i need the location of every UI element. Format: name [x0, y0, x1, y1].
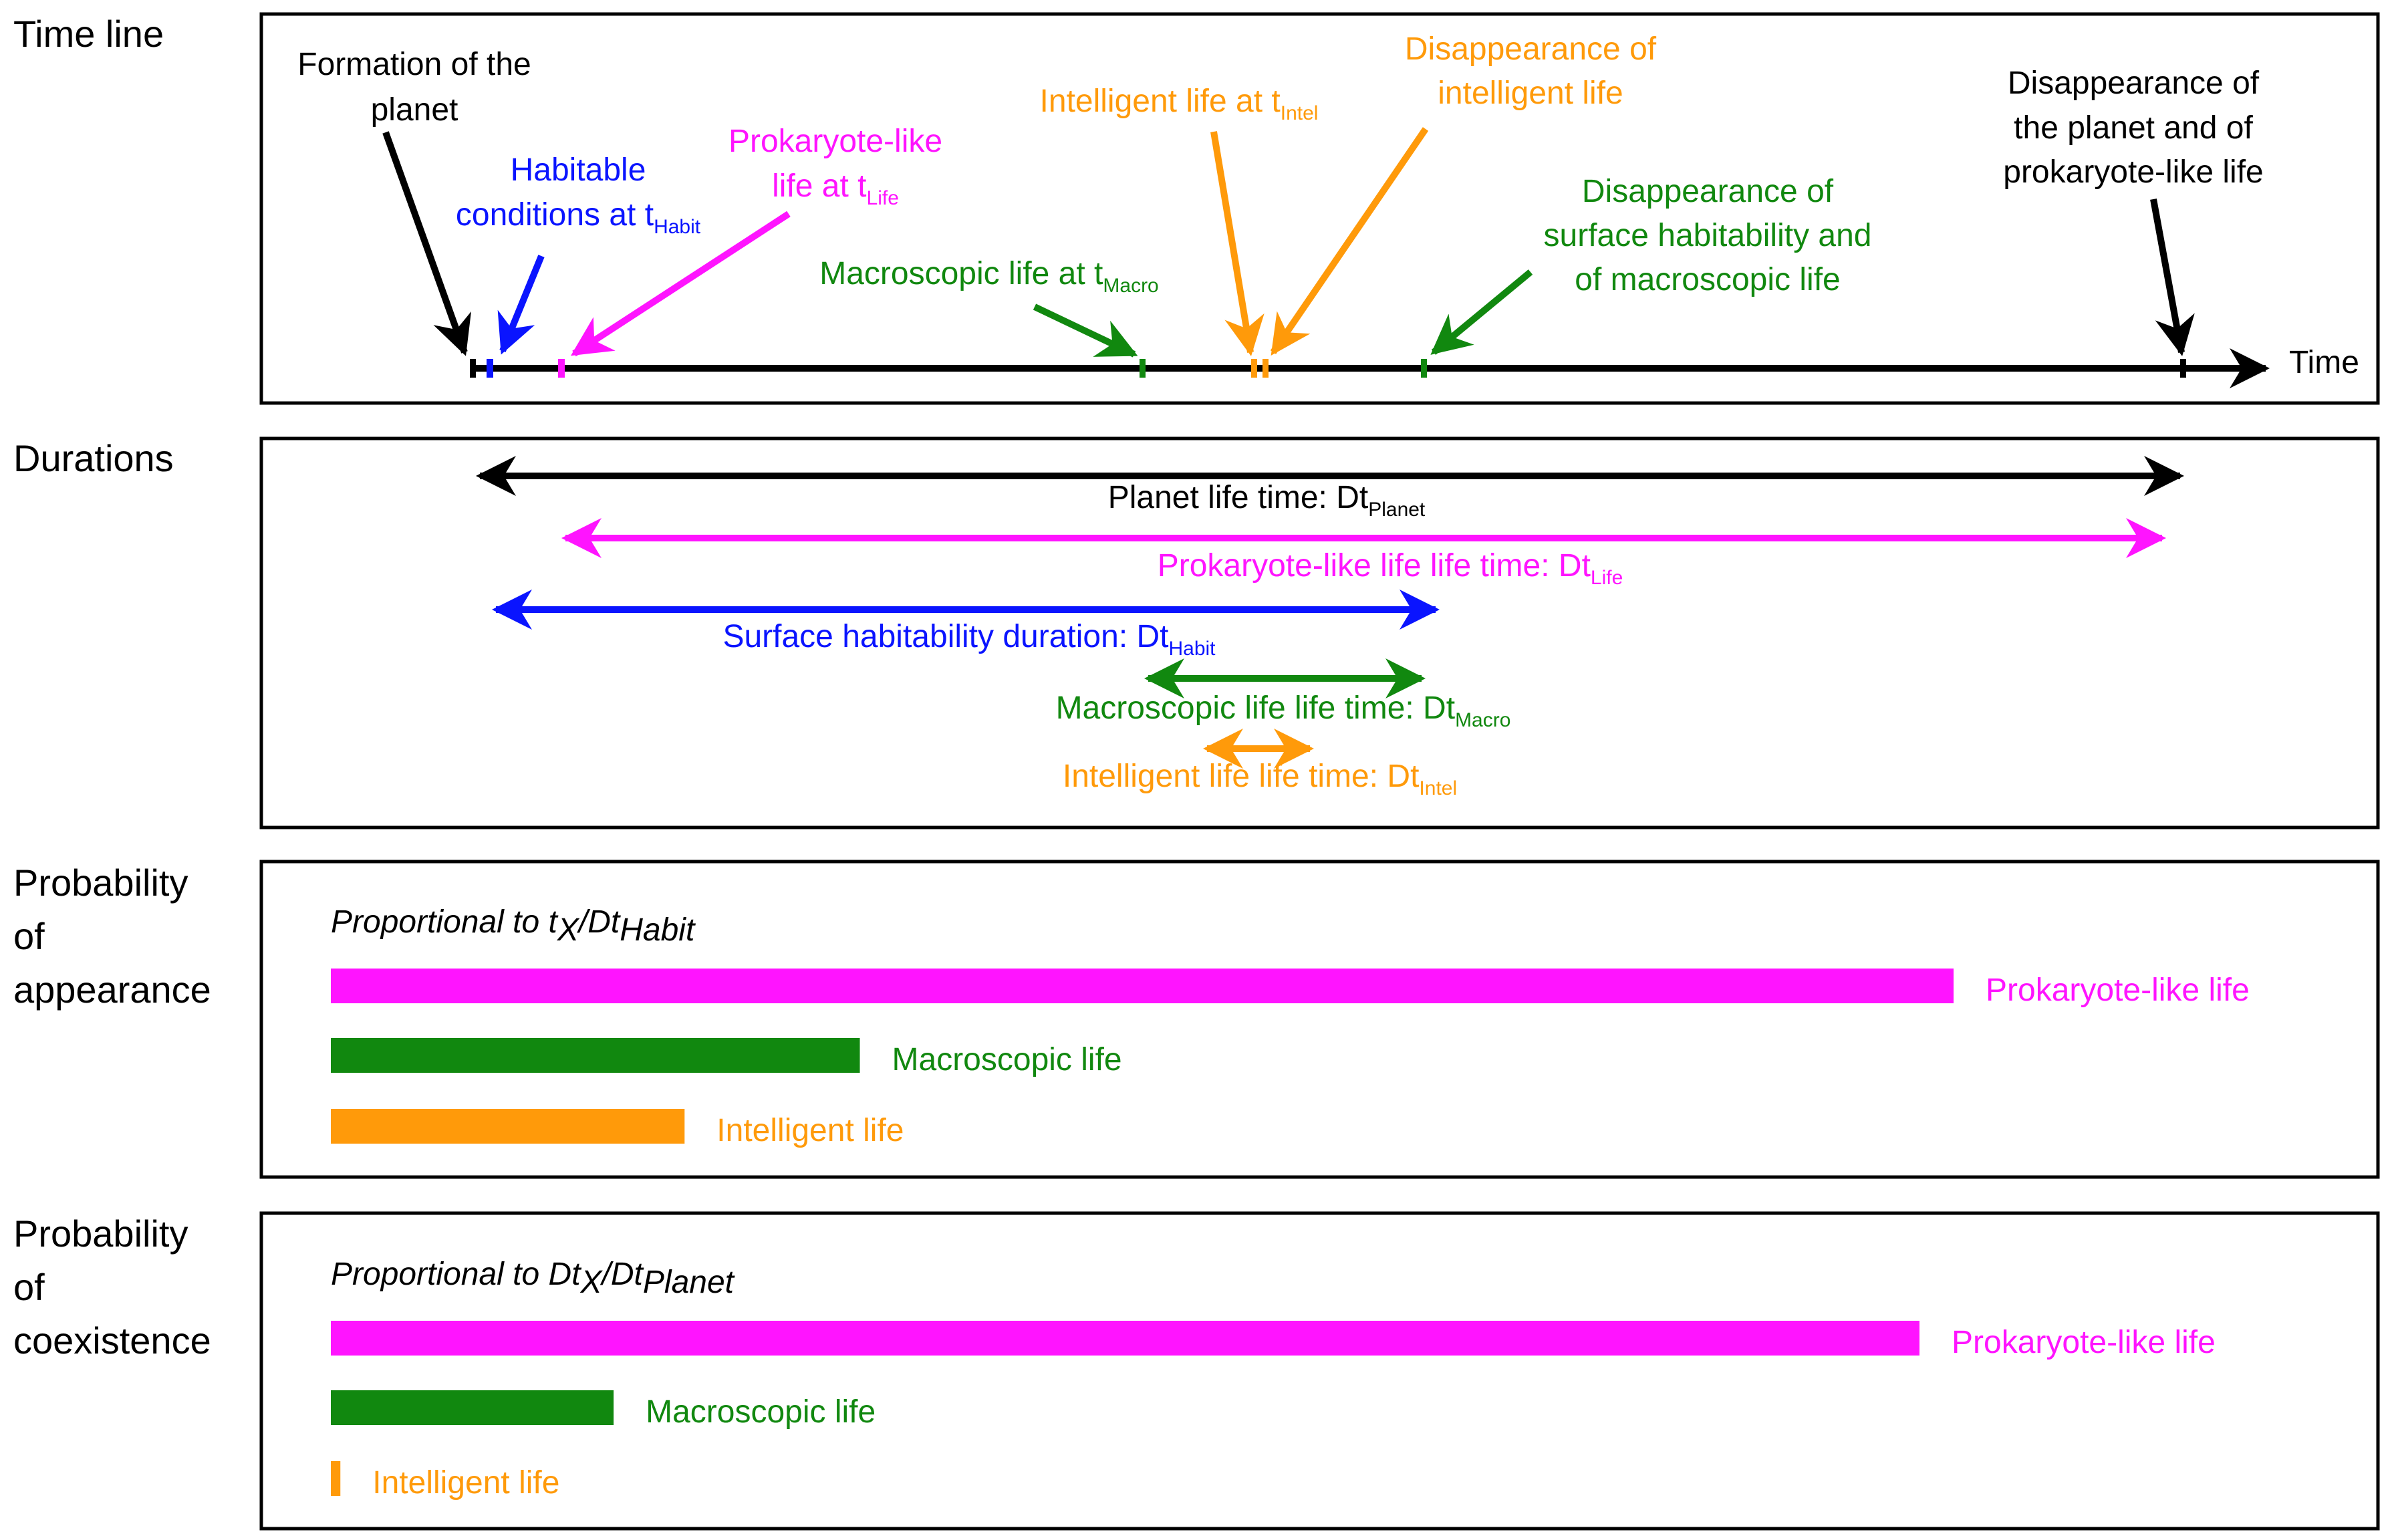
coexistence-formula-c: /Dt	[600, 1257, 644, 1292]
planet-disappear-label-3: prokaryote-like life	[2003, 154, 2263, 190]
habitable-label-2: conditions at tHabit	[456, 197, 701, 238]
section-label-durations: Durations	[13, 437, 174, 479]
surface-disappear-label-1: Disappearance of	[1582, 174, 1834, 209]
coexistence-bar-prokaryote	[331, 1321, 1919, 1356]
section-label-appearance-2: of	[13, 915, 45, 957]
appearance-panel	[259, 860, 2380, 1179]
planet-disappear-label-1: Disappearance of	[2008, 66, 2260, 101]
intel-label: Intelligent life at tIntel	[1040, 84, 1319, 124]
macro-duration-label: Macroscopic life life time: DtMacro	[1056, 690, 1511, 731]
prokaryote-duration-text: Prokaryote-like life life time: Dt	[1158, 548, 1591, 584]
coexistence-panel	[259, 1211, 2380, 1531]
tick-planet-disappear	[2180, 359, 2186, 378]
tick-intel-disappear	[1263, 359, 1269, 378]
habitable-label-text: conditions at t	[456, 197, 654, 233]
section-label-appearance-3: appearance	[13, 969, 211, 1011]
appearance-formula-c: /Dt	[577, 904, 621, 940]
coexistence-bar-intel	[331, 1461, 341, 1496]
habitable-label-sub: Habit	[654, 216, 701, 238]
macro-label-text: Macroscopic life at t	[819, 256, 1103, 291]
prokaryote-label-1: Prokaryote-like	[728, 124, 942, 159]
appearance-bar-label-prokaryote: Prokaryote-like life	[1986, 973, 2250, 1008]
habit-duration-label: Surface habitability duration: DtHabit	[722, 619, 1216, 660]
planet-disappear-arrow	[2150, 199, 2195, 356]
tick-intel	[1251, 359, 1257, 378]
appearance-formula-b: X	[557, 912, 580, 948]
surface-disappear-label-2: surface habitability and	[1544, 218, 1872, 253]
appearance-formula: Proportional to tX/DtHabit	[331, 904, 696, 948]
surface-disappear-label-3: of macroscopic life	[1575, 262, 1840, 297]
habit-duration-sub: Habit	[1168, 638, 1216, 660]
prokaryote-duration-sub: Life	[1591, 567, 1623, 589]
planet-duration-label: Planet life time: DtPlanet	[1108, 480, 1426, 521]
tick-prokaryote	[558, 359, 565, 378]
macro-label-sub: Macro	[1103, 275, 1158, 297]
prokaryote-label-text: life at t	[772, 168, 866, 204]
coexistence-formula-b: X	[580, 1265, 604, 1300]
timeline-panel	[259, 12, 2380, 405]
prokaryote-label-2: life at tLife	[772, 168, 899, 209]
appearance-bar-prokaryote	[331, 969, 1954, 1003]
time-axis-label: Time	[2289, 345, 2359, 380]
habitable-label-1: Habitable	[511, 152, 646, 188]
planet-duration-text: Planet life time: Dt	[1108, 480, 1368, 515]
formation-arrow	[382, 131, 472, 356]
intel-label-sub: Intel	[1281, 102, 1319, 124]
coexistence-formula: Proportional to DtX/DtPlanet	[331, 1257, 735, 1300]
tick-surface-disappear	[1421, 359, 1427, 378]
durations-panel	[259, 436, 2380, 829]
coexistence-bar-label-macro: Macroscopic life	[646, 1394, 876, 1430]
prokaryote-arrow	[570, 211, 791, 357]
coexistence-bar-label-prokaryote: Prokaryote-like life	[1952, 1325, 2216, 1360]
coexistence-bar-label-intel: Intelligent life	[372, 1465, 559, 1501]
coexistence-formula-a: Proportional to Dt	[331, 1257, 581, 1292]
section-label-coexistence-1: Probability	[13, 1212, 188, 1255]
intel-label-text: Intelligent life at t	[1040, 84, 1281, 119]
habitable-arrow	[497, 255, 545, 355]
surface-disappear-arrow	[1430, 269, 1533, 355]
intel-disappear-label-1: Disappearance of	[1405, 31, 1657, 67]
intel-arrow	[1210, 131, 1265, 356]
appearance-bar-label-intel: Intelligent life	[716, 1113, 904, 1148]
tick-formation	[470, 359, 476, 378]
section-label-coexistence-3: coexistence	[13, 1319, 211, 1362]
habit-duration-text: Surface habitability duration: Dt	[722, 619, 1168, 654]
prokaryote-label-sub: Life	[867, 187, 899, 209]
section-label-timeline: Time line	[13, 13, 164, 55]
intel-duration-sub: Intel	[1419, 777, 1457, 799]
appearance-formula-a: Proportional to t	[331, 904, 559, 940]
formation-label-1: Formation of the	[297, 47, 531, 82]
planet-duration-sub: Planet	[1368, 499, 1426, 521]
macro-duration-text: Macroscopic life life time: Dt	[1056, 690, 1456, 726]
formation-label-2: planet	[371, 92, 458, 128]
appearance-bar-label-macro: Macroscopic life	[892, 1042, 1122, 1077]
appearance-bar-intel	[331, 1109, 685, 1144]
intel-duration-text: Intelligent life life time: Dt	[1063, 759, 1420, 794]
tick-habitable	[487, 359, 493, 378]
intel-disappear-arrow	[1270, 127, 1429, 356]
appearance-formula-d: Habit	[620, 912, 696, 948]
macro-label: Macroscopic life at tMacro	[819, 256, 1159, 297]
tick-macro	[1140, 359, 1146, 378]
coexistence-formula-d: Planet	[643, 1265, 735, 1300]
appearance-bar-macro	[331, 1038, 860, 1073]
macro-arrow	[1033, 303, 1138, 358]
intel-disappear-label-2: intelligent life	[1438, 76, 1623, 111]
section-label-appearance-1: Probability	[13, 862, 188, 904]
macro-duration-sub: Macro	[1455, 709, 1510, 731]
planet-disappear-label-2: the planet and of	[2014, 110, 2253, 146]
section-label-coexistence-2: of	[13, 1266, 45, 1308]
coexistence-bar-macro	[331, 1390, 614, 1425]
intel-duration-label: Intelligent life life time: DtIntel	[1063, 759, 1457, 799]
prokaryote-duration-label: Prokaryote-like life life time: DtLife	[1158, 548, 1623, 589]
